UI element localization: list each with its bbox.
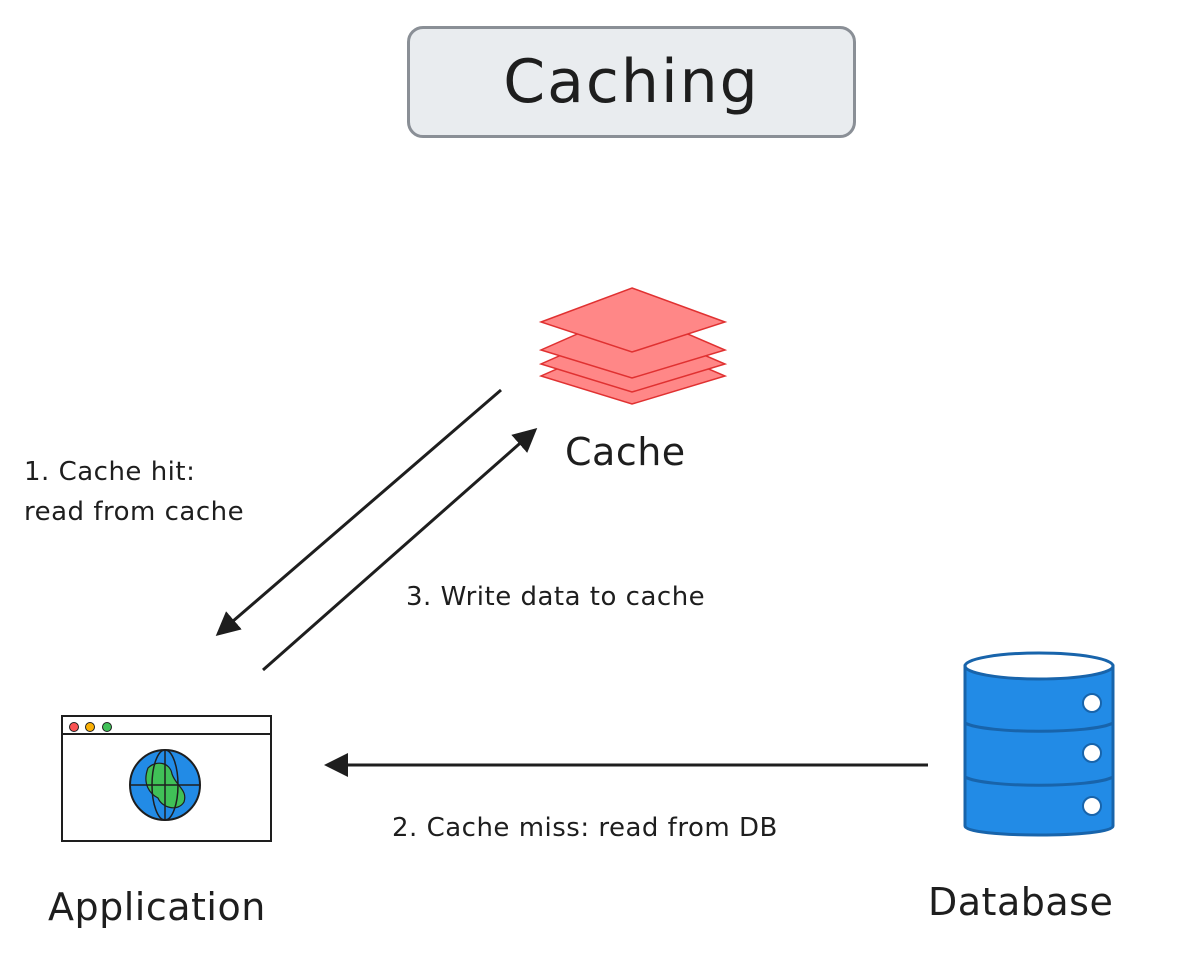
database-label: Database: [928, 880, 1114, 924]
browser-globe-icon: [61, 715, 272, 842]
cache-hit-label: 1. Cache hit: read from cache: [24, 452, 244, 532]
write-cache-label: 3. Write data to cache: [406, 582, 706, 612]
cache-hit-label-line1: 1. Cache hit:: [24, 457, 196, 487]
arrow-write-to-cache: [262, 428, 538, 672]
application-label: Application: [48, 885, 266, 929]
stacked-layers-icon: [538, 287, 728, 405]
cache-hit-label-line2: read from cache: [24, 497, 245, 527]
cache-miss-label: 2. Cache miss: read from DB: [392, 813, 778, 843]
title-box: Caching: [407, 26, 856, 138]
arrow-cache-hit: [215, 388, 502, 636]
diagram-title: Caching: [503, 47, 760, 117]
database-cylinder-icon: [963, 651, 1115, 837]
cache-label: Cache: [565, 430, 686, 474]
